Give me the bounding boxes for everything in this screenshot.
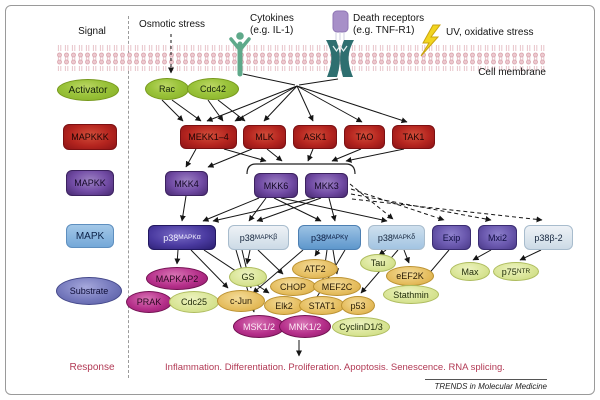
node-stathmin: Stathmin — [383, 285, 439, 304]
node-mkk6: MKK6 — [254, 173, 298, 198]
death-receptors-line1: Death receptors — [353, 13, 425, 24]
node-c-jun: c-Jun — [217, 290, 265, 312]
p38-gamma-base: p38 — [311, 232, 327, 243]
p38-gamma-sup: MAPK — [326, 234, 345, 241]
cytokines-line2: (e.g. IL-1) — [250, 24, 294, 36]
node-ask1: ASK1 — [293, 125, 337, 149]
node-max: Max — [450, 262, 490, 281]
node-tao: TAO — [344, 125, 385, 149]
death-receptors-line2: (e.g. TNF-R1) — [353, 24, 415, 36]
node-eef2k: eEF2K — [386, 266, 434, 286]
node-elk2: Elk2 — [264, 296, 304, 315]
response-text: Inflammation. Differentiation. Prolifera… — [165, 362, 505, 373]
p38-beta-base: p38 — [239, 232, 255, 243]
node-tau: Tau — [360, 254, 396, 272]
node-cdc42: Cdc42 — [187, 78, 239, 100]
node-mxi2: Mxi2 — [478, 225, 517, 250]
cytokine-receptor-icon — [229, 32, 251, 77]
mkk-group-bracket — [246, 163, 356, 175]
node-mef2c: MEF2C — [313, 277, 361, 296]
node-msk1-2: MSK1/2 — [233, 315, 285, 338]
node-mapkap2: MAPKAP2 — [146, 267, 208, 290]
p38-delta-sup: MAPK — [392, 234, 412, 241]
p38-beta-sup: MAPK — [254, 234, 274, 241]
p38-beta-sub: β — [273, 234, 278, 241]
death-receptor-icon — [326, 10, 354, 77]
osmotic-stress-label: Osmotic stress — [138, 19, 206, 30]
cytokines-label: Cytokines (e.g. IL-1) — [250, 13, 312, 36]
p38-gamma-sub: γ — [344, 234, 348, 241]
node-mlk: MLK — [243, 125, 286, 149]
row-label-mapkkk: MAPKKK — [63, 124, 117, 150]
node-prak: PRAK — [126, 291, 172, 313]
p38-delta-sub: δ — [411, 234, 416, 241]
node-rac: Rac — [145, 78, 189, 100]
node-p38beta-2: p38β-2 — [524, 225, 573, 250]
cytokines-line1: Cytokines — [250, 13, 294, 24]
node-mkk4: MKK4 — [165, 171, 208, 196]
death-receptors-label: Death receptors (e.g. TNF-R1) — [353, 13, 437, 36]
node-mnk1-2: MNK1/2 — [279, 315, 331, 338]
lightning-bolt-icon — [420, 24, 441, 57]
row-label-mapkk: MAPKK — [66, 170, 114, 196]
node-exip: Exip — [432, 225, 471, 250]
node-atf2: ATF2 — [292, 259, 338, 279]
node-gs: GS — [229, 267, 267, 287]
node-stat1: STAT1 — [299, 296, 345, 315]
arrows-layer — [161, 34, 543, 357]
node-mekk1-4: MEKK1–4 — [180, 125, 237, 149]
p38-delta-base: p38 — [377, 232, 393, 243]
row-label-activator: Activator — [57, 79, 119, 101]
figure-border — [5, 5, 595, 395]
node-p53: p53 — [341, 296, 375, 315]
p38-alpha-sup: MAPK — [178, 234, 197, 241]
uv-stress-label: UV, oxidative stress — [446, 27, 534, 38]
node-cdc25: Cdc25 — [169, 291, 219, 313]
row-label-mapk: MAPK — [66, 224, 114, 248]
p38-alpha-sub: α — [196, 234, 201, 241]
journal-credit: TRENDS in Molecular Medicine — [425, 379, 547, 391]
p38-alpha-base: p38 — [163, 232, 179, 243]
label-column-separator — [128, 16, 129, 378]
row-label-substrate: Substrate — [56, 277, 122, 305]
node-chop: CHOP — [270, 277, 316, 296]
p75-sup: NTR — [516, 268, 531, 275]
node-cyclind1-3: CyclinD1/3 — [332, 317, 390, 337]
node-tak1: TAK1 — [392, 125, 435, 149]
cell-membrane-band — [55, 45, 547, 71]
signal-label: Signal — [78, 26, 106, 37]
p75-base: p75 — [501, 266, 517, 277]
node-mkk3: MKK3 — [305, 173, 348, 198]
row-label-response: Response — [69, 362, 115, 373]
cell-membrane-label: Cell membrane — [478, 67, 546, 78]
